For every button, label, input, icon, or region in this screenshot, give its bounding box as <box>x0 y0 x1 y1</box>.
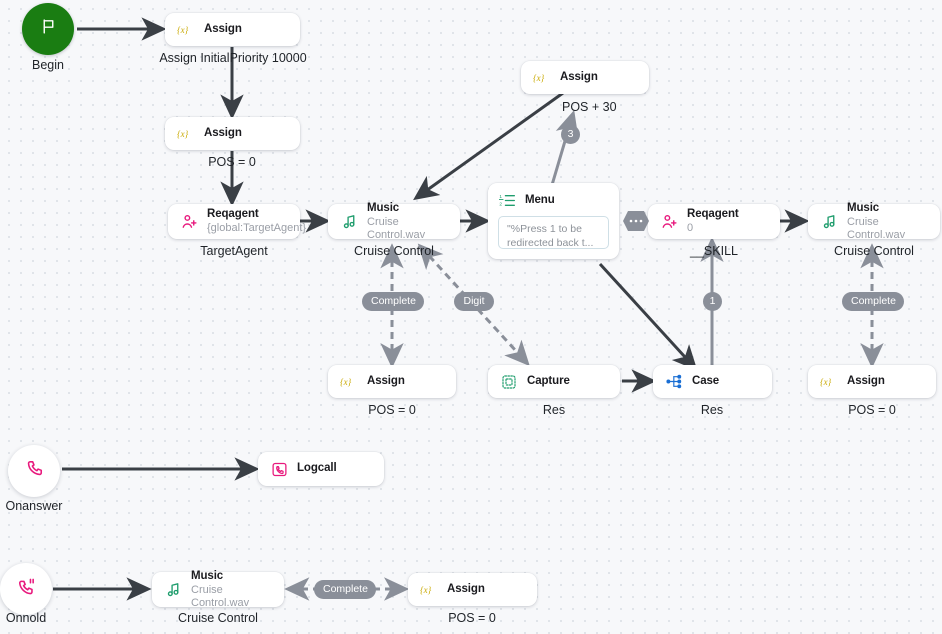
svg-text:{x}: {x} <box>177 129 189 139</box>
case-icon <box>665 373 683 391</box>
svg-text:{x}: {x} <box>340 377 352 387</box>
music-icon <box>164 581 182 599</box>
node-onanswer[interactable] <box>8 445 60 497</box>
music-icon <box>820 213 838 231</box>
caption-assign-pos0-top: POS = 0 <box>208 155 256 169</box>
node-title: Assign <box>447 582 485 595</box>
logcall-icon <box>270 460 288 478</box>
caption-begin: Begin <box>32 58 64 72</box>
assign-icon: {x} <box>533 69 551 87</box>
node-assign-pos0-top[interactable]: {x} Assign <box>165 117 300 150</box>
node-assign-pos0-bottom[interactable]: {x} Assign <box>408 573 537 606</box>
node-title: Menu <box>525 194 555 206</box>
flag-icon <box>40 18 57 40</box>
edge-bubble-1[interactable]: 1 <box>703 292 722 311</box>
caption-cruise-control-1: Cruise Control <box>354 244 434 258</box>
svg-text:{x}: {x} <box>177 25 189 35</box>
caption-cruise-control-3: Cruise Control <box>178 611 258 625</box>
node-case-res[interactable]: Case <box>653 365 772 398</box>
node-assign-pos-plus-30[interactable]: {x} Assign <box>521 61 649 94</box>
node-subtitle: 0 <box>687 222 694 235</box>
node-assign-pos0-left[interactable]: {x} Assign <box>328 365 456 398</box>
edge-pill-complete-3[interactable]: Complete <box>314 580 376 599</box>
node-music-cruise-control-1[interactable]: Music Cruise Control.wav <box>328 201 460 241</box>
node-logcall[interactable]: Logcall <box>258 452 384 486</box>
node-subtitle: Cruise Control.wav <box>847 215 906 241</box>
node-subtitle: {global:TargetAgent} <box>207 222 307 235</box>
edge-pill-complete-1[interactable]: Complete <box>362 292 424 311</box>
svg-text:{x}: {x} <box>420 585 432 595</box>
node-capture-res[interactable]: Capture <box>488 365 620 398</box>
node-title: Music <box>847 201 880 214</box>
caption-onanswer: Onanswer <box>5 499 63 513</box>
node-assign-pos0-right[interactable]: {x} Assign <box>808 365 936 398</box>
caption-skill: __SKILL <box>690 244 738 258</box>
phone-icon <box>25 459 44 483</box>
node-onhold[interactable] <box>0 563 52 615</box>
caption-target-agent: TargetAgent <box>200 244 268 258</box>
menu-prompt-text[interactable]: "%Press 1 to be redirected back t... <box>498 216 609 249</box>
node-menu[interactable]: 1 2 Menu "%Press 1 to be redirected back… <box>488 183 619 259</box>
node-assign-initial-priority[interactable]: {x} Assign <box>165 13 300 46</box>
caption-res-capture: Res <box>542 403 566 417</box>
caption-cruise-control-2: Cruise Control <box>834 244 914 258</box>
node-title: Assign <box>204 126 242 139</box>
assign-icon: {x} <box>820 373 838 391</box>
edge-pill-complete-2[interactable]: Complete <box>842 292 904 311</box>
node-music-cruise-control-2[interactable]: Music Cruise Control.wav <box>808 201 940 241</box>
caption-pos0-bottom: POS = 0 <box>448 611 496 625</box>
caption-assign-initial-priority: Assign InitialPriority 10000 <box>159 51 307 65</box>
caption-res-case: Res <box>700 403 724 417</box>
node-title: Reqagent <box>687 208 739 221</box>
node-subtitle: Cruise Control.wav <box>191 583 250 609</box>
node-title: Logcall <box>297 462 337 475</box>
phone-hold-icon <box>17 577 36 601</box>
music-icon <box>340 213 358 231</box>
node-music-cruise-control-3[interactable]: Music Cruise Control.wav <box>152 569 284 609</box>
caption-onhold: Onhold <box>5 611 47 625</box>
node-title: Music <box>367 201 400 214</box>
node-title: Assign <box>367 374 405 387</box>
caption-pos0-left: POS = 0 <box>368 403 416 417</box>
svg-text:2: 2 <box>499 201 502 207</box>
reqagent-icon <box>660 213 678 231</box>
node-title: Assign <box>847 374 885 387</box>
assign-icon: {x} <box>340 373 358 391</box>
svg-text:{x}: {x} <box>820 377 832 387</box>
node-title: Music <box>191 569 224 582</box>
edge-bubble-3[interactable]: 3 <box>561 125 580 144</box>
capture-icon <box>500 373 518 391</box>
svg-text:{x}: {x} <box>533 73 545 83</box>
edge-pill-digit[interactable]: Digit <box>454 292 494 311</box>
assign-icon: {x} <box>177 125 195 143</box>
edge-label-pos-plus-30: POS + 30 <box>562 100 617 114</box>
assign-icon: {x} <box>177 21 195 39</box>
node-title: Case <box>692 374 720 387</box>
menu-icon: 1 2 <box>498 191 516 209</box>
node-begin[interactable] <box>22 3 74 55</box>
node-reqagent-target-agent[interactable]: Reqagent {global:TargetAgent} <box>168 204 306 239</box>
node-title: Assign <box>560 70 598 83</box>
svg-text:1: 1 <box>499 193 502 199</box>
node-title: Capture <box>527 374 570 387</box>
caption-pos0-right: POS = 0 <box>848 403 896 417</box>
ellipsis-connector[interactable] <box>623 211 649 231</box>
node-subtitle: Cruise Control.wav <box>367 215 426 241</box>
assign-icon: {x} <box>420 581 438 599</box>
node-title: Assign <box>204 22 242 35</box>
reqagent-icon <box>180 213 198 231</box>
node-title: Reqagent <box>207 208 259 221</box>
node-reqagent-skill[interactable]: Reqagent 0 <box>648 204 780 239</box>
